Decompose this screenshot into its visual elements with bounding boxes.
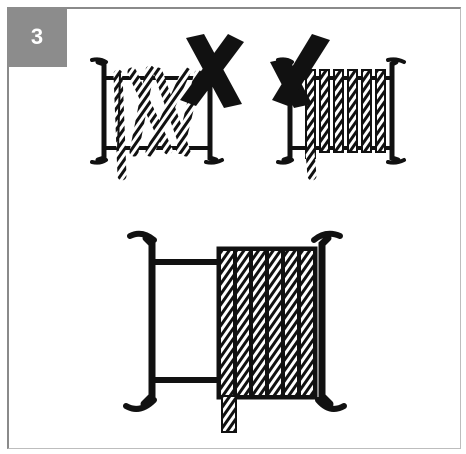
correct-wound-spool [126,234,344,432]
